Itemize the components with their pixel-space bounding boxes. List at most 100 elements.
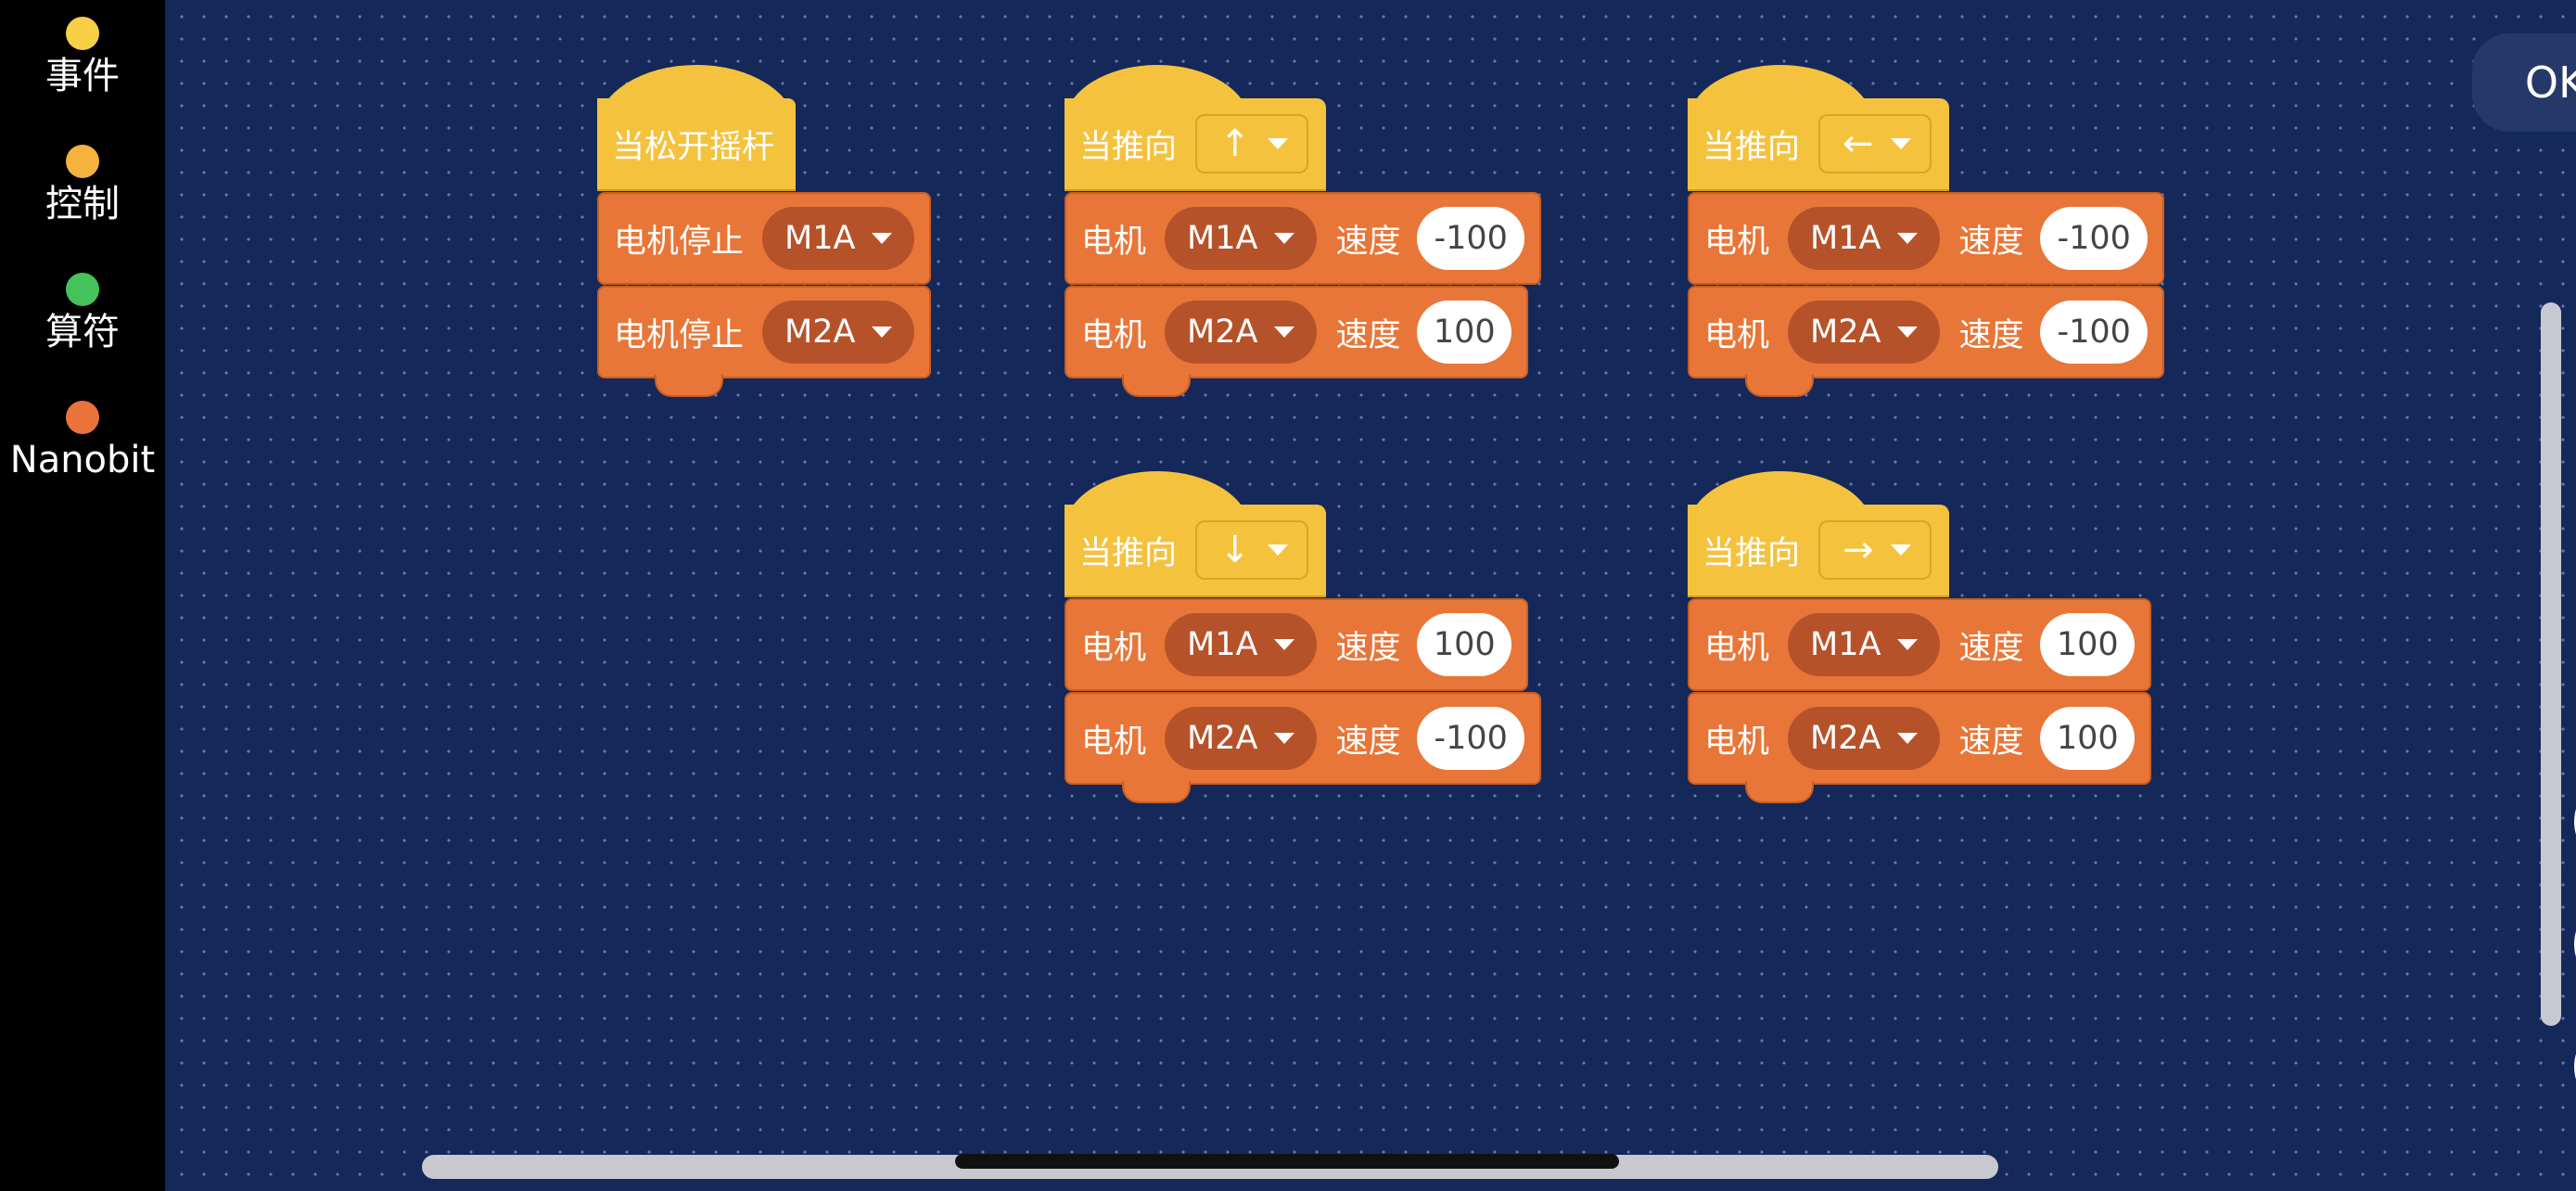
motor-speed-block[interactable]: 电机 M1A 速度 100 xyxy=(1065,598,1528,691)
direction-dropdown[interactable]: ↓ xyxy=(1195,520,1308,580)
motor-stop-label: 电机停止 xyxy=(614,223,745,261)
chevron-down-icon xyxy=(1274,733,1295,744)
motor-dropdown[interactable]: M2A xyxy=(762,301,915,364)
motor-stop-block[interactable]: 电机停止 M2A xyxy=(597,286,931,397)
motor-value: M2A xyxy=(1810,314,1881,351)
motor-speed-block[interactable]: 电机 M1A 速度 -100 xyxy=(1065,192,1541,285)
chevron-down-icon xyxy=(1897,327,1919,338)
motor-dropdown[interactable]: M1A xyxy=(1165,207,1318,270)
category-dot xyxy=(66,145,99,178)
category-nanobit[interactable]: Nanobit xyxy=(0,401,165,482)
release-hat-block[interactable]: 当松开摇杆 xyxy=(597,65,931,191)
speed-input[interactable]: -100 xyxy=(1417,707,1524,770)
motor-label: 电机 xyxy=(1081,723,1147,761)
vertical-scrollbar[interactable] xyxy=(2541,302,2561,1026)
chevron-down-icon xyxy=(1890,544,1911,556)
speed-input[interactable]: -100 xyxy=(2040,301,2148,364)
motor-dropdown[interactable]: M2A xyxy=(1165,301,1318,364)
home-indicator[interactable] xyxy=(955,1154,1619,1169)
motor-dropdown[interactable]: M1A xyxy=(1165,613,1318,676)
motor-speed-block[interactable]: 电机 M2A 速度 -100 xyxy=(1688,286,2164,397)
block-workspace[interactable]: 当松开摇杆 电机停止 M1A 电机停止 M2A 当推向 ↑ xyxy=(165,0,2576,1191)
speed-input[interactable]: 100 xyxy=(1417,301,1511,364)
speed-input[interactable]: 100 xyxy=(1417,613,1511,676)
chevron-down-icon xyxy=(1274,327,1295,338)
chevron-down-icon xyxy=(1274,639,1295,650)
motor-dropdown[interactable]: M1A xyxy=(1788,613,1941,676)
chevron-down-icon xyxy=(1274,233,1295,244)
chevron-down-icon xyxy=(872,233,893,244)
direction-value: ← xyxy=(1843,122,1874,165)
chevron-down-icon xyxy=(1890,138,1911,149)
chevron-down-icon xyxy=(1897,639,1919,650)
direction-dropdown[interactable]: ↑ xyxy=(1195,114,1308,173)
speed-label: 速度 xyxy=(1335,223,1401,261)
ok-button[interactable]: OK xyxy=(2472,33,2576,132)
motor-stop-block[interactable]: 电机停止 M1A xyxy=(597,192,931,285)
push-right-stack[interactable]: 当推向 → 电机 M1A 速度 100 电机 M2A 速度 100 xyxy=(1688,471,2151,803)
speed-input[interactable]: -100 xyxy=(2040,207,2148,270)
category-label: 事件 xyxy=(45,55,120,97)
motor-label: 电机 xyxy=(1704,723,1770,761)
direction-dropdown[interactable]: ← xyxy=(1818,114,1932,173)
category-label: Nanobit xyxy=(9,439,156,481)
motor-value: M2A xyxy=(1810,720,1881,757)
motor-dropdown[interactable]: M2A xyxy=(1788,301,1941,364)
motor-speed-block[interactable]: 电机 M2A 速度 -100 xyxy=(1065,692,1541,803)
chevron-down-icon xyxy=(872,327,893,338)
motor-dropdown[interactable]: M1A xyxy=(762,207,915,270)
motor-value: M1A xyxy=(1187,626,1258,663)
push-up-hat-block[interactable]: 当推向 ↑ xyxy=(1065,65,1541,191)
category-operators[interactable]: 算符 xyxy=(0,273,165,354)
chevron-down-icon xyxy=(1267,138,1288,149)
speed-label: 速度 xyxy=(1958,629,2024,667)
motor-label: 电机 xyxy=(1081,316,1147,354)
release-hat-label: 当松开摇杆 xyxy=(612,128,775,166)
category-sidebar: 事件 控制 算符 Nanobit xyxy=(0,0,165,1191)
speed-label: 速度 xyxy=(1958,316,2024,354)
motor-dropdown[interactable]: M2A xyxy=(1165,707,1318,770)
motor-label: 电机 xyxy=(1704,316,1770,354)
motor-speed-block[interactable]: 电机 M1A 速度 -100 xyxy=(1688,192,2164,285)
category-control[interactable]: 控制 xyxy=(0,145,165,226)
motor-speed-block[interactable]: 电机 M2A 速度 100 xyxy=(1688,692,2151,803)
chevron-down-icon xyxy=(1267,544,1288,556)
motor-value: M1A xyxy=(1187,220,1258,257)
category-label: 算符 xyxy=(45,311,120,353)
push-left-hat-block[interactable]: 当推向 ← xyxy=(1688,65,2164,191)
motor-value: M2A xyxy=(784,314,856,351)
motor-dropdown[interactable]: M1A xyxy=(1788,207,1941,270)
category-events[interactable]: 事件 xyxy=(0,17,165,98)
motor-value: M2A xyxy=(1187,314,1258,351)
category-dot xyxy=(66,273,99,306)
zoom-in-button[interactable] xyxy=(2574,777,2576,866)
push-up-stack[interactable]: 当推向 ↑ 电机 M1A 速度 -100 电机 M2A 速度 100 xyxy=(1065,65,1541,397)
push-label: 当推向 xyxy=(1702,534,1801,572)
push-down-hat-block[interactable]: 当推向 ↓ xyxy=(1065,471,1541,597)
category-dot xyxy=(66,17,99,50)
speed-label: 速度 xyxy=(1958,723,2024,761)
direction-value: ↓ xyxy=(1219,529,1251,571)
speed-input[interactable]: 100 xyxy=(2040,707,2135,770)
motor-value: M1A xyxy=(1810,626,1881,663)
speed-input[interactable]: -100 xyxy=(1417,207,1524,270)
push-right-hat-block[interactable]: 当推向 → xyxy=(1688,471,2151,597)
motor-speed-block[interactable]: 电机 M2A 速度 100 xyxy=(1065,286,1528,397)
direction-value: ↑ xyxy=(1219,122,1251,165)
category-dot xyxy=(66,401,99,434)
motor-label: 电机 xyxy=(1704,223,1770,261)
chevron-down-icon xyxy=(1897,733,1919,744)
speed-label: 速度 xyxy=(1335,316,1401,354)
motor-stop-label: 电机停止 xyxy=(614,316,745,354)
motor-dropdown[interactable]: M2A xyxy=(1788,707,1941,770)
release-stack[interactable]: 当松开摇杆 电机停止 M1A 电机停止 M2A xyxy=(597,65,931,397)
zoom-out-button[interactable] xyxy=(2574,900,2576,989)
push-left-stack[interactable]: 当推向 ← 电机 M1A 速度 -100 电机 M2A 速度 -100 xyxy=(1688,65,2164,397)
motor-value: M2A xyxy=(1187,720,1258,757)
speed-input[interactable]: 100 xyxy=(2040,613,2135,676)
reset-zoom-button[interactable] xyxy=(2574,1022,2576,1111)
motor-label: 电机 xyxy=(1081,629,1147,667)
motor-speed-block[interactable]: 电机 M1A 速度 100 xyxy=(1688,598,2151,691)
push-down-stack[interactable]: 当推向 ↓ 电机 M1A 速度 100 电机 M2A 速度 -100 xyxy=(1065,471,1541,803)
direction-dropdown[interactable]: → xyxy=(1818,520,1932,580)
